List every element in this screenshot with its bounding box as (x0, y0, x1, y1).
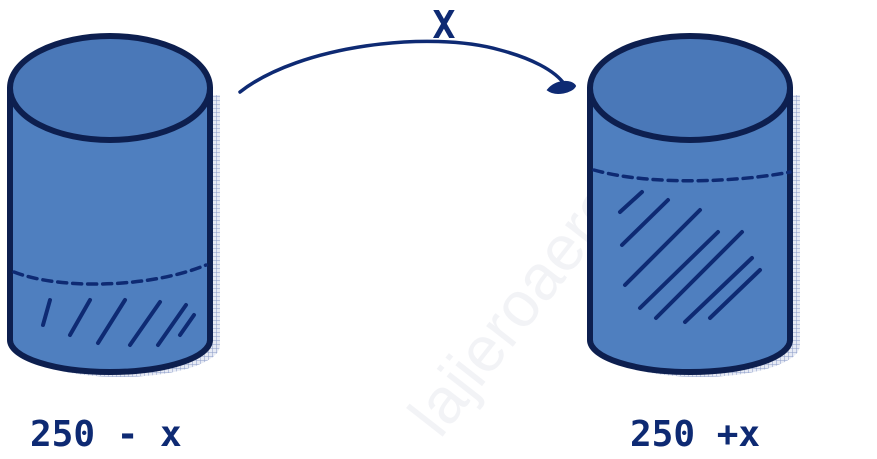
right-cylinder-body (587, 85, 793, 375)
right-cylinder (587, 33, 800, 377)
right-amount-label: 250 +x (630, 414, 760, 455)
right-water-level (592, 168, 792, 183)
left-water-hatching (41, 298, 196, 347)
transfer-arrowhead (546, 80, 577, 94)
left-cylinder-top (7, 33, 213, 143)
left-cylinder (7, 33, 220, 377)
left-amount-label: 250 - x (30, 414, 182, 455)
transfer-label: X (433, 3, 456, 47)
left-water-level (12, 263, 208, 286)
transfer-arrow (238, 39, 577, 94)
transfer-curve (238, 39, 567, 94)
right-cylinder-top (587, 33, 793, 143)
right-water-hatching (618, 190, 762, 324)
